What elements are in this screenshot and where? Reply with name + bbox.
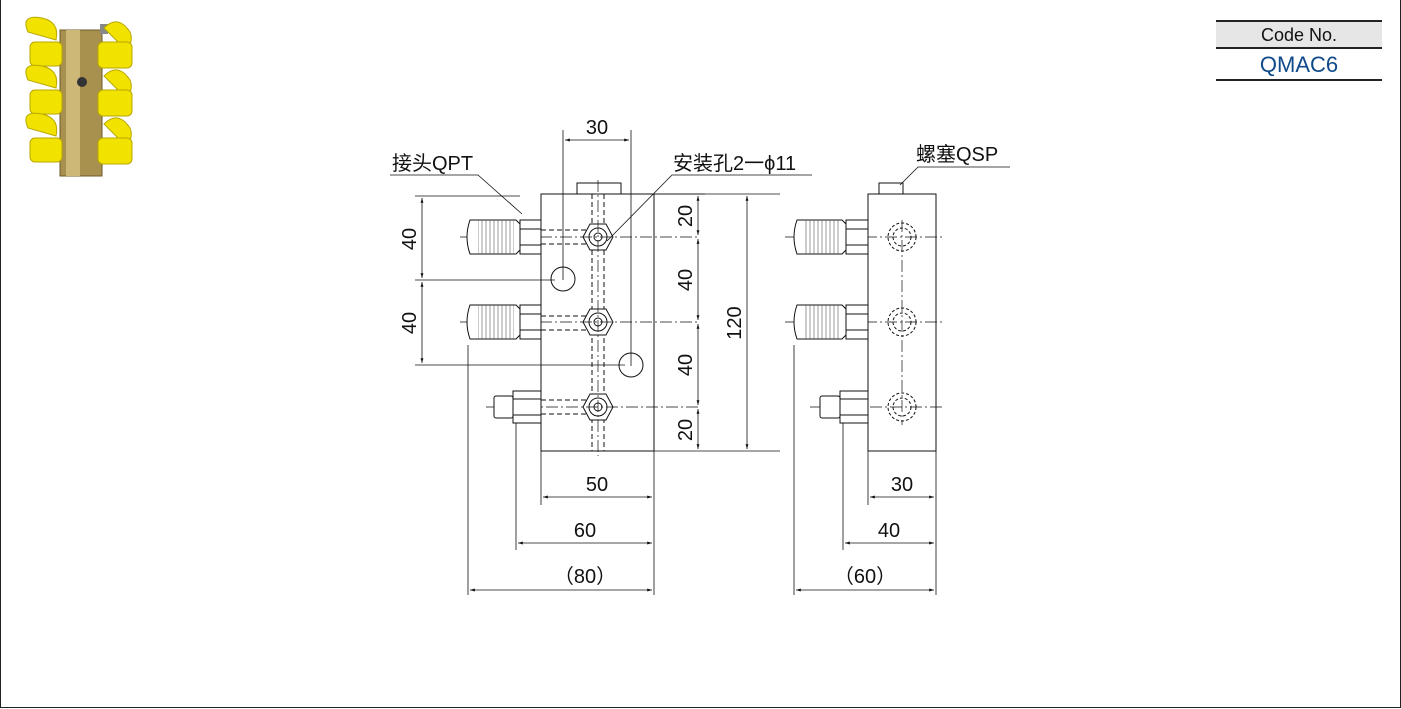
callout-plug-qsp: 螺塞QSP (916, 143, 998, 166)
code-number-value: QMAC6 (1216, 49, 1382, 81)
dim-side-60: （60） (834, 565, 896, 588)
dim-left-40-b: 40 (399, 312, 421, 334)
code-number-label: Code No. (1216, 20, 1382, 49)
callout-mounting-hole: 安装孔2一ϕ11 (673, 152, 796, 175)
dim-bottom-80: （80） (554, 565, 616, 588)
dim-top-30: 30 (586, 117, 608, 139)
side-dimensions (793, 166, 1010, 595)
dim-side-40: 40 (878, 520, 900, 542)
product-photo-icon (25, 16, 133, 177)
callout-fitting-qpt: 接头QPT (392, 152, 473, 175)
dim-right-40-b: 40 (675, 354, 697, 376)
dim-right-20-b: 20 (675, 419, 697, 441)
code-number-box: Code No. QMAC6 (1216, 20, 1382, 81)
dim-bottom-50: 50 (586, 474, 608, 496)
dim-right-40-a: 40 (675, 269, 697, 291)
front-view (460, 180, 700, 456)
side-view (785, 182, 945, 452)
front-dimensions (390, 130, 812, 595)
dim-right-20-a: 20 (675, 205, 697, 227)
dim-left-40-a: 40 (399, 228, 421, 250)
dim-bottom-60: 60 (574, 520, 596, 542)
dim-side-30: 30 (891, 474, 913, 496)
dim-height-120: 120 (724, 306, 746, 339)
